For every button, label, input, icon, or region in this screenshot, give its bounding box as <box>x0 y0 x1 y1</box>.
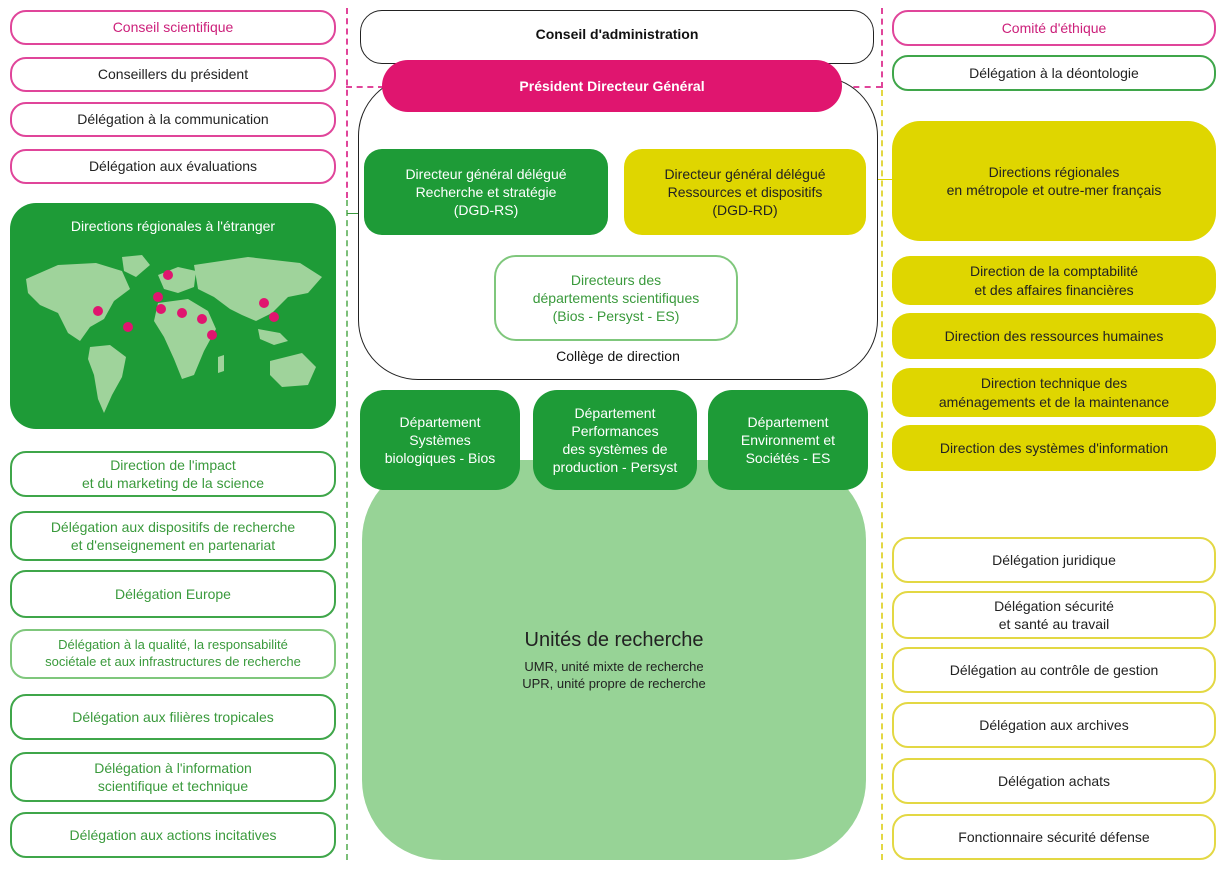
location-dot <box>269 312 279 322</box>
location-dot <box>156 304 166 314</box>
box-directeurs-departements: Directeurs des départements scientifique… <box>494 255 738 341</box>
box-delegation-dispositifs: Délégation aux dispositifs de recherche … <box>10 511 336 561</box>
box-directions-regionales-metropole: Directions régionales en métropole et ou… <box>892 121 1216 241</box>
left-green-dashed-line <box>346 200 348 860</box>
box-delegation-filieres: Délégation aux filières tropicales <box>10 694 336 740</box>
president-left-connector <box>346 86 384 88</box>
location-dot <box>207 330 217 340</box>
box-fonctionnaire-securite-defense: Fonctionnaire sécurité défense <box>892 814 1216 860</box>
location-dot <box>177 308 187 318</box>
box-conseillers-president: Conseillers du président <box>10 57 336 92</box>
location-dot <box>93 306 103 316</box>
box-unites-recherche: Unités de recherche UMR, unité mixte de … <box>362 460 866 860</box>
world-box-label: Directions régionales à l'étranger <box>70 218 276 234</box>
location-dot <box>197 314 207 324</box>
president-right-connector <box>842 86 882 88</box>
box-dgd-rs: Directeur général délégué Recherche et s… <box>364 149 608 235</box>
box-delegation-communication: Délégation à la communication <box>10 102 336 137</box>
box-delegation-evaluations: Délégation aux évaluations <box>10 149 336 184</box>
box-direction-comptabilite: Direction de la comptabilité et des affa… <box>892 256 1216 305</box>
box-conseil-scientifique: Conseil scientifique <box>10 10 336 45</box>
left-pink-dashed-line <box>346 8 348 198</box>
right-pink-dashed-line <box>881 8 883 88</box>
box-comite-ethique: Comité d'éthique <box>892 10 1216 46</box>
units-title: Unités de recherche <box>524 629 704 652</box>
box-president: Président Directeur Général <box>382 60 842 112</box>
dgd-rd-connector <box>866 179 892 180</box>
location-dot <box>153 292 163 302</box>
location-dot <box>163 270 173 280</box>
box-conseil-administration: Conseil d'administration <box>360 10 874 64</box>
box-delegation-europe: Délégation Europe <box>10 570 336 618</box>
box-departement-es: Département Environnemt et Sociétés - ES <box>708 390 868 490</box>
box-delegation-achats: Délégation achats <box>892 758 1216 804</box>
box-direction-impact: Direction de l'impact et du marketing de… <box>10 451 336 497</box>
box-departement-bios: Département Systèmes biologiques - Bios <box>360 390 520 490</box>
dgd-rs-connector <box>347 213 365 214</box>
box-delegation-information: Délégation à l'information scientifique … <box>10 752 336 802</box>
box-delegation-actions: Délégation aux actions incitatives <box>10 812 336 858</box>
box-delegation-securite-sante: Délégation sécurité et santé au travail <box>892 591 1216 639</box>
box-delegation-qualite: Délégation à la qualité, la responsabili… <box>10 629 336 679</box>
box-delegation-juridique: Délégation juridique <box>892 537 1216 583</box>
box-departement-persyst: Département Performances des systèmes de… <box>533 390 697 490</box>
box-delegation-controle-gestion: Délégation au contrôle de gestion <box>892 647 1216 693</box>
right-yellow-dashed-line <box>881 90 883 860</box>
box-directions-regionales-etranger: Directions régionales à l'étranger <box>10 203 336 429</box>
box-direction-systemes-information: Direction des systèmes d'information <box>892 425 1216 471</box>
world-map-illustration <box>26 255 322 413</box>
box-direction-technique: Direction technique des aménagements et … <box>892 368 1216 417</box>
box-delegation-archives: Délégation aux archives <box>892 702 1216 748</box>
location-dot <box>123 322 133 332</box>
box-direction-ressources-humaines: Direction des ressources humaines <box>892 313 1216 359</box>
box-dgd-rd: Directeur général délégué Ressources et … <box>624 149 866 235</box>
location-dot <box>259 298 269 308</box>
box-delegation-deontologie: Délégation à la déontologie <box>892 55 1216 91</box>
